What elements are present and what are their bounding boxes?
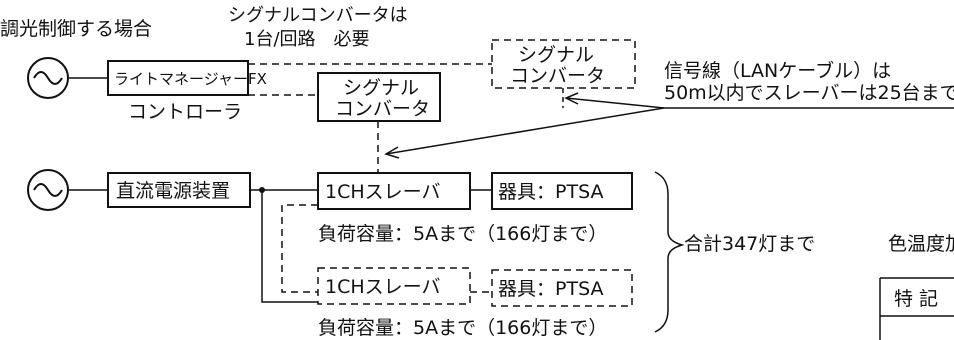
signal-converter-main: シグナル コンバータ <box>317 72 441 122</box>
signal-converter-main-line2: コンバータ <box>335 98 430 120</box>
controller-caption: コントローラ <box>128 101 242 123</box>
signal-note-line2: 50m以内でスレーバーは25台まで <box>664 82 954 104</box>
signal-converter-dashed-line2: コンバータ <box>510 65 605 87</box>
signal-converter-dashed: シグナル コンバータ <box>491 39 636 89</box>
converter-note-line2: 1台/回路 必要 <box>244 29 370 50</box>
ac-source-icon <box>27 57 69 99</box>
fixture-main-label: 器具：PTSA <box>498 181 603 203</box>
total-text: 合計347灯まで <box>684 233 815 255</box>
fixture-main-box: 器具：PTSA <box>491 172 633 210</box>
fixture-dashed-box: 器具：PTSA <box>491 269 633 307</box>
load-dashed-text: 負荷容量：5Aまで（166灯まで） <box>318 317 607 339</box>
controller-box-label: ライトマネージャーFX <box>114 70 267 88</box>
fixture-dashed-label: 器具：PTSA <box>498 278 603 300</box>
total-brace <box>654 171 685 333</box>
controller-box: ライトマネージャーFX <box>107 60 267 96</box>
color-temp-label: 色温度加 <box>888 233 954 255</box>
signal-converter-main-line1: シグナル <box>343 77 419 99</box>
notes-table: 特 記 <box>879 277 954 340</box>
dc-power-supply-label: 直流電源装置 <box>116 180 230 202</box>
slave-dashed-box: 1CHスレーバ <box>317 267 471 305</box>
load-main-text: 負荷容量：5Aまで（166灯まで） <box>318 223 607 245</box>
slave-main-box: 1CHスレーバ <box>317 172 471 210</box>
signal-note-line1: 信号線（LANケーブル）は <box>664 59 891 82</box>
diagram-title: 調光制御する場合 <box>0 18 152 40</box>
ac-source-icon-2 <box>27 169 69 211</box>
table-header: 特 記 <box>894 288 938 310</box>
signal-converter-dashed-line1: シグナル <box>518 44 594 66</box>
slave-main-label: 1CHスレーバ <box>325 181 440 203</box>
dc-power-supply-box: 直流電源装置 <box>107 172 251 208</box>
slave-dashed-label: 1CHスレーバ <box>325 276 440 298</box>
converter-note-line1: シグナルコンバータは <box>228 5 408 26</box>
